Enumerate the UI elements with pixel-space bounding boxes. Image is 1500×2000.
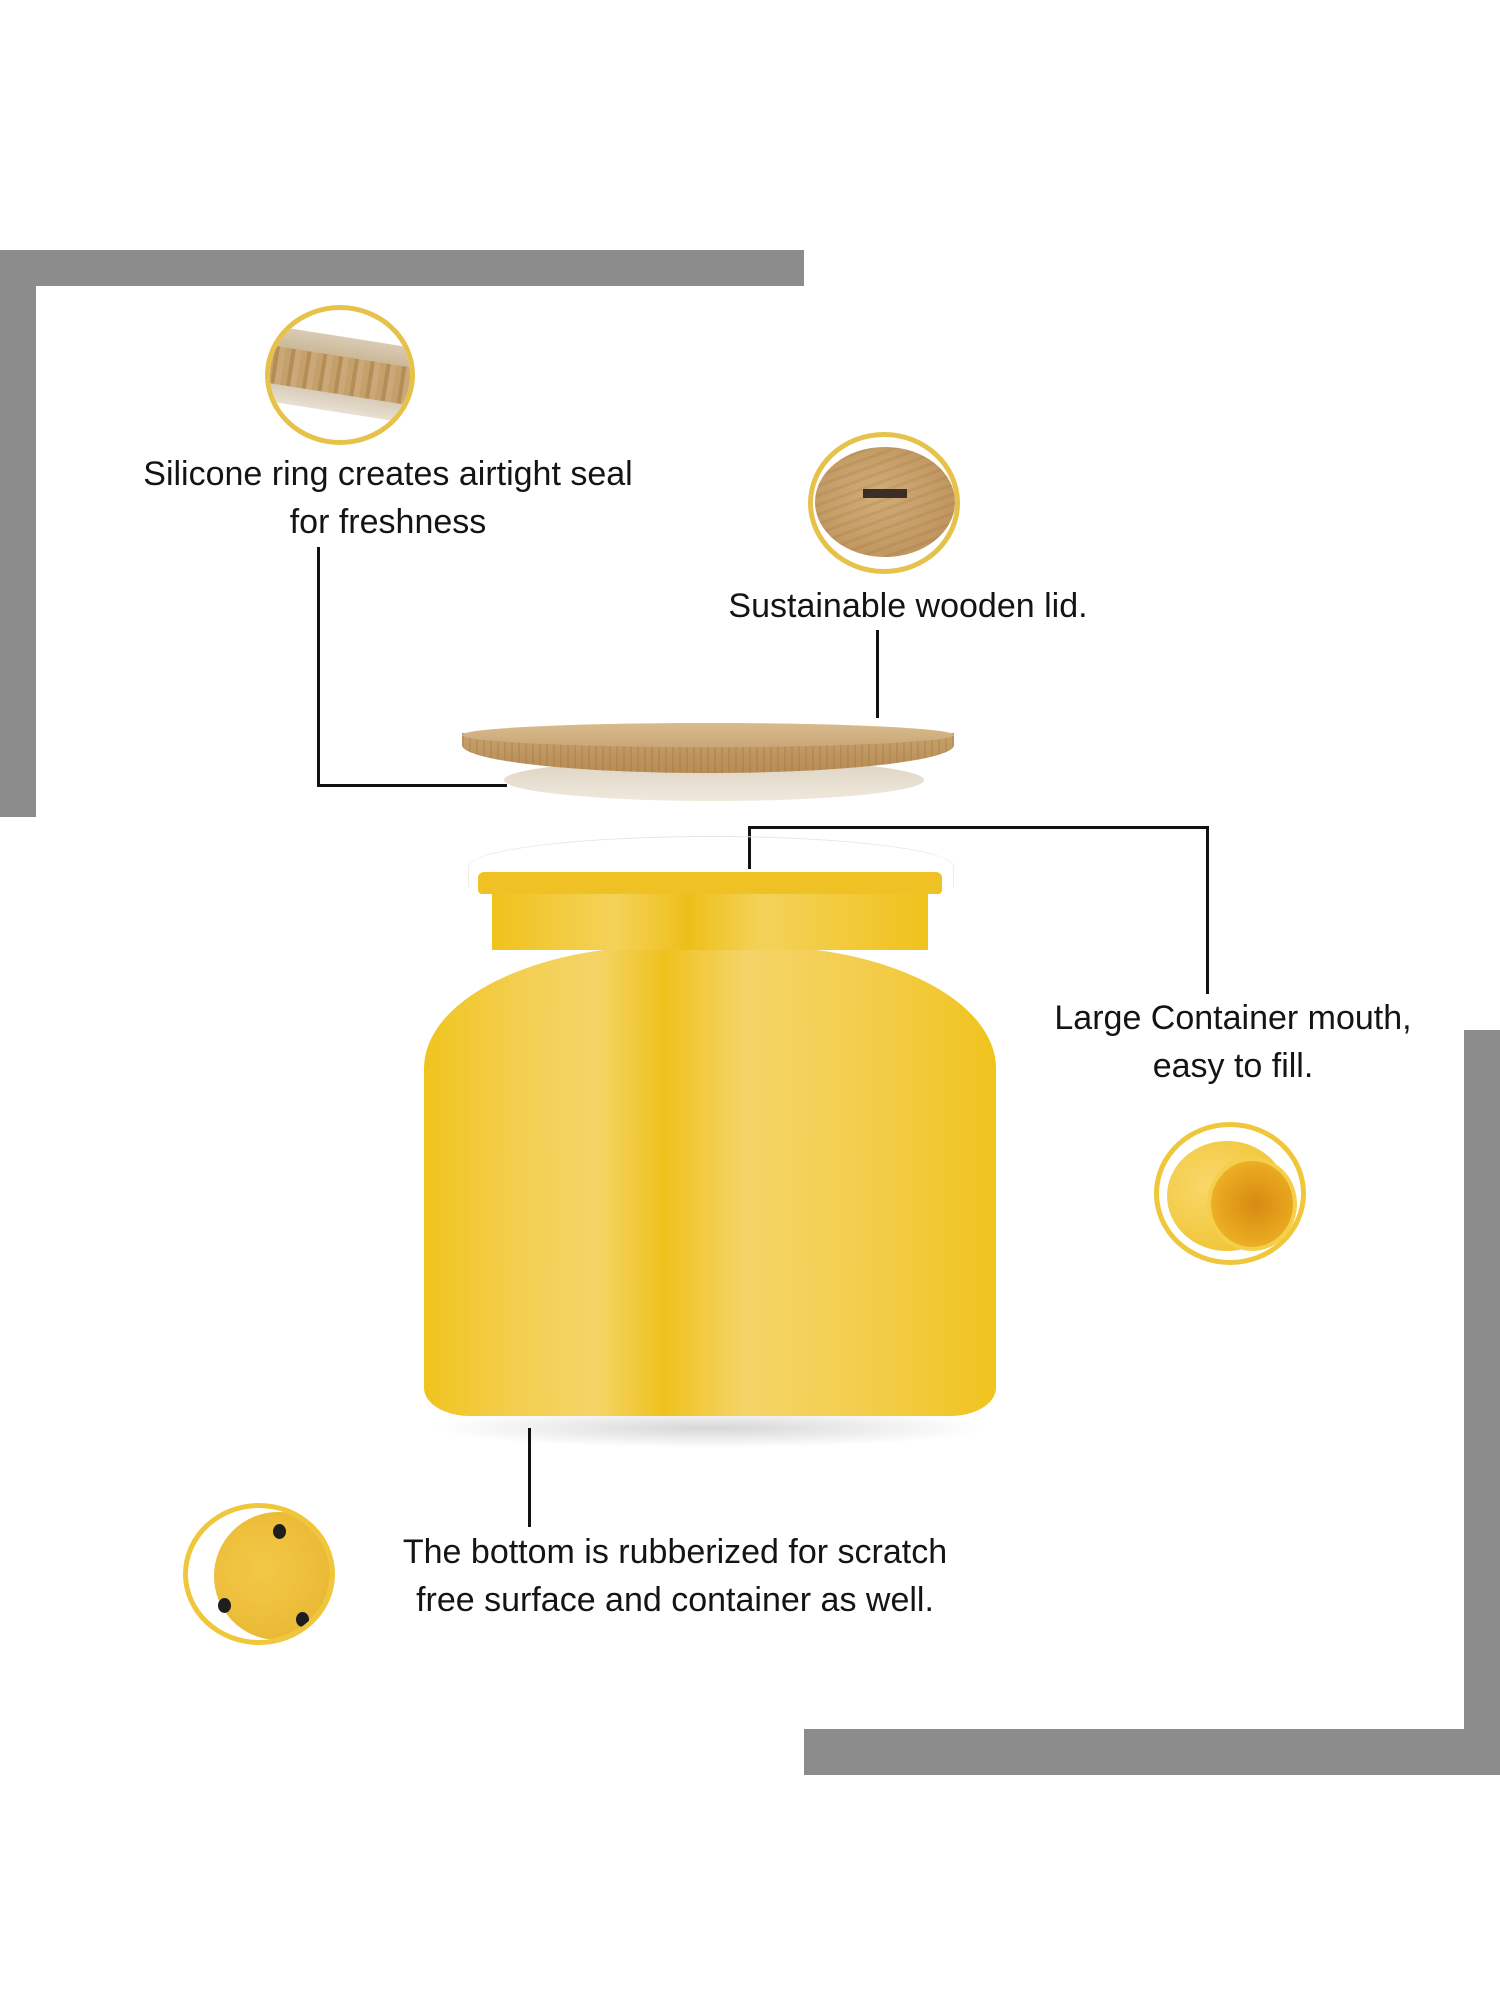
brand-plate	[863, 489, 907, 498]
caption-line: free surface and container as well.	[416, 1581, 934, 1619]
caption-line: Large Container mouth,	[1054, 999, 1412, 1037]
frame-top-bar	[0, 250, 804, 286]
yellow-container-product	[420, 836, 1000, 1448]
mouth-callout-right-vertical	[1206, 826, 1209, 994]
silicone-ring-caption: Silicone ring creates airtight seal for …	[143, 450, 632, 546]
caption-line: The bottom is rubberized for scratch	[402, 1533, 948, 1571]
container-rim	[478, 872, 942, 894]
frame-bottom-bar	[804, 1729, 1500, 1775]
lid-callout-vertical	[876, 630, 879, 718]
container-mouth-caption: Large Container mouth, easy to fill.	[1054, 994, 1411, 1090]
mouth-callout-horizontal	[748, 826, 1208, 829]
wooden-lid-product	[462, 723, 954, 803]
container-neck	[492, 886, 928, 950]
rubber-foot	[218, 1598, 231, 1613]
rubberized-bottom-caption: The bottom is rubberized for scratch fre…	[403, 1528, 947, 1624]
container-body	[424, 946, 996, 1416]
rubber-foot	[273, 1524, 286, 1539]
rubberized-bottom-closeup-image	[183, 1503, 335, 1645]
frame-left-bar	[0, 250, 36, 817]
silicone-ring-closeup-image	[265, 305, 415, 445]
bottom-callout-vertical	[528, 1428, 531, 1527]
wooden-lid-caption: Sustainable wooden lid.	[728, 582, 1087, 630]
caption-line: for freshness	[289, 503, 487, 541]
silicone-callout-vertical	[317, 547, 320, 787]
container-opening	[1207, 1157, 1297, 1251]
wooden-lid-top	[815, 447, 955, 557]
caption-line: Silicone ring creates airtight seal	[143, 455, 633, 493]
silicone-callout-horizontal	[317, 784, 507, 787]
caption-line: easy to fill.	[1152, 1047, 1314, 1085]
frame-right-bar	[1464, 1030, 1500, 1775]
caption-line: Sustainable wooden lid.	[728, 587, 1088, 625]
container-mouth-closeup-image	[1154, 1122, 1306, 1265]
wooden-lid-closeup-image	[808, 432, 960, 574]
lid-wood-top	[462, 723, 954, 747]
rubber-foot	[296, 1612, 309, 1627]
container-base	[214, 1512, 330, 1640]
